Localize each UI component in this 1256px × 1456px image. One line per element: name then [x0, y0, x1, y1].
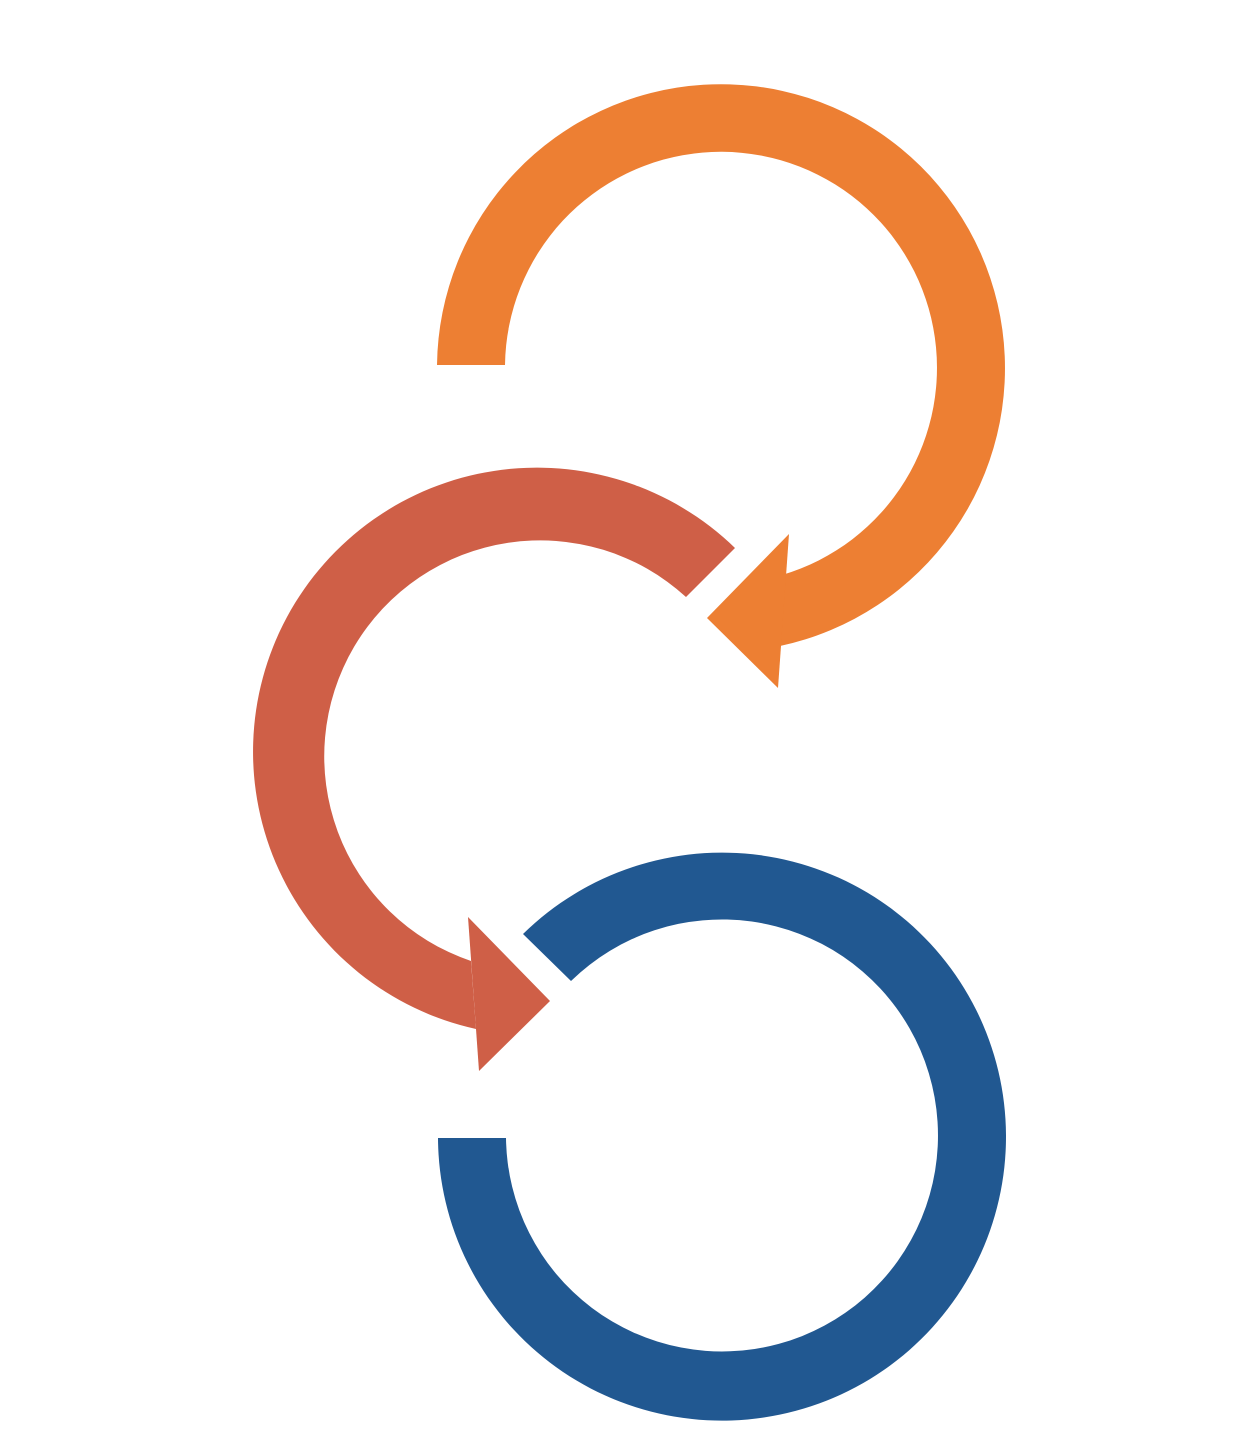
orange-arrowhead [707, 534, 789, 688]
red-arrowhead [468, 917, 550, 1071]
blue-arc [438, 852, 1006, 1421]
orange-arc [437, 84, 1005, 688]
red-arc-band [253, 467, 735, 1029]
blue-arc-band [438, 852, 1006, 1421]
red-arc [253, 467, 735, 1071]
